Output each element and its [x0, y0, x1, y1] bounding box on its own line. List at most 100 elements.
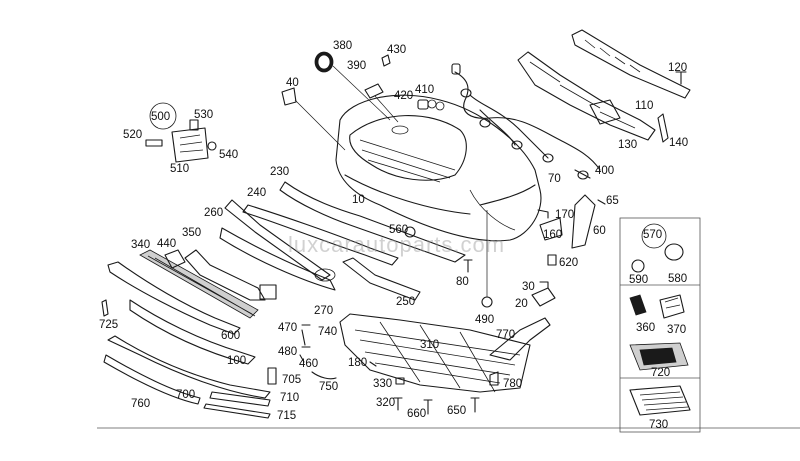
- callout-510: 510: [170, 163, 189, 175]
- callout-370: 370: [667, 324, 686, 336]
- callout-660: 660: [407, 408, 426, 420]
- callout-570: 570: [643, 229, 662, 241]
- callout-240: 240: [247, 187, 266, 199]
- callout-430: 430: [387, 44, 406, 56]
- trim-700: [107, 335, 271, 399]
- callout-340: 340: [131, 239, 150, 251]
- callout-30: 30: [522, 281, 535, 293]
- callout-760: 760: [131, 398, 150, 410]
- emblem-bracket-390: [364, 83, 384, 99]
- callout-260: 260: [204, 207, 223, 219]
- callout-540: 540: [219, 149, 238, 161]
- emblem-380: [314, 51, 334, 73]
- callout-100: 100: [227, 355, 246, 367]
- cover-20: [531, 287, 556, 307]
- callout-730: 730: [649, 419, 668, 431]
- callout-590: 590: [629, 274, 648, 286]
- grille-mesh-340: [139, 249, 259, 319]
- callout-110: 110: [635, 100, 653, 112]
- vent-730: [629, 385, 691, 416]
- detail-panel-frame: [619, 217, 701, 433]
- callout-530: 530: [194, 109, 213, 121]
- callout-350: 350: [182, 227, 201, 239]
- callout-780: 780: [503, 378, 522, 390]
- callout-230: 230: [270, 166, 289, 178]
- callout-580: 580: [668, 273, 687, 285]
- trim-710: [209, 391, 271, 407]
- fog-surround-360: [629, 294, 647, 316]
- screw-660: [423, 399, 433, 415]
- clip-180: [369, 361, 377, 367]
- callout-490: 490: [475, 314, 494, 326]
- callout-60: 60: [593, 225, 606, 237]
- callout-360: 360: [636, 322, 655, 334]
- callout-250: 250: [396, 296, 415, 308]
- callout-65: 65: [606, 195, 619, 207]
- callout-180: 180: [348, 357, 367, 369]
- emblem-ring-570: [631, 223, 684, 273]
- callout-715: 715: [277, 410, 296, 422]
- callout-600: 600: [221, 330, 240, 342]
- screw-650: [470, 397, 480, 413]
- callout-470: 470: [278, 322, 297, 334]
- callout-520: 520: [123, 129, 142, 141]
- callout-120: 120: [668, 62, 687, 74]
- bolt-120: [675, 71, 687, 85]
- wiring-harness-400: [451, 63, 601, 180]
- callout-460: 460: [299, 358, 318, 370]
- callout-620: 620: [559, 257, 578, 269]
- trim-250: [342, 257, 421, 301]
- bracket-750: [311, 371, 337, 380]
- trim-600: [107, 261, 241, 335]
- vent-720: [629, 342, 689, 371]
- callout-80: 80: [456, 276, 469, 288]
- clip-330: [395, 377, 405, 385]
- license-plate-bracket-group: [145, 102, 217, 163]
- clip-490: [481, 210, 493, 308]
- callout-700: 700: [176, 389, 195, 401]
- callout-740: 740: [318, 326, 337, 338]
- spoiler-760: [103, 354, 201, 405]
- callout-270: 270: [314, 305, 333, 317]
- callout-420: 420: [394, 90, 413, 102]
- clip-460: [299, 354, 305, 363]
- callout-390: 390: [347, 60, 366, 72]
- underbody-panel-310: [339, 313, 531, 393]
- sensor-560: [404, 226, 416, 238]
- callout-160: 160: [543, 229, 562, 241]
- trim-715: [203, 403, 271, 419]
- screw-320: [393, 397, 403, 411]
- callout-380: 380: [333, 40, 352, 52]
- bolt-80: [463, 259, 473, 273]
- sensor-420: [417, 99, 445, 111]
- callout-320: 320: [376, 397, 395, 409]
- callout-10: 10: [352, 194, 365, 206]
- callout-330: 330: [373, 378, 392, 390]
- clip-740: [301, 329, 306, 346]
- callout-170: 170: [555, 209, 574, 221]
- bracket-160: [539, 217, 563, 241]
- callout-140: 140: [669, 137, 688, 149]
- watermark: luxcarautoparts.com: [288, 232, 505, 257]
- callout-20: 20: [515, 298, 528, 310]
- fog-trim-370: [659, 294, 685, 319]
- callout-560: 560: [389, 224, 408, 236]
- callout-400: 400: [595, 165, 614, 177]
- bracket-350: [184, 249, 277, 301]
- trim-strip-230: [279, 181, 466, 263]
- callout-410: 410: [415, 84, 434, 96]
- bracket-770: [489, 317, 551, 361]
- callout-750: 750: [319, 381, 338, 393]
- callout-705: 705: [282, 374, 301, 386]
- callout-770: 770: [496, 329, 515, 341]
- clip-440: [164, 249, 186, 269]
- spoiler-100: [129, 299, 256, 365]
- callout-480: 480: [278, 346, 297, 358]
- callout-40: 40: [286, 77, 299, 89]
- clip-30: [539, 281, 549, 289]
- callout-650: 650: [447, 405, 466, 417]
- callout-720: 720: [651, 367, 670, 379]
- bracket-60: [571, 194, 596, 249]
- trim-705: [267, 367, 277, 385]
